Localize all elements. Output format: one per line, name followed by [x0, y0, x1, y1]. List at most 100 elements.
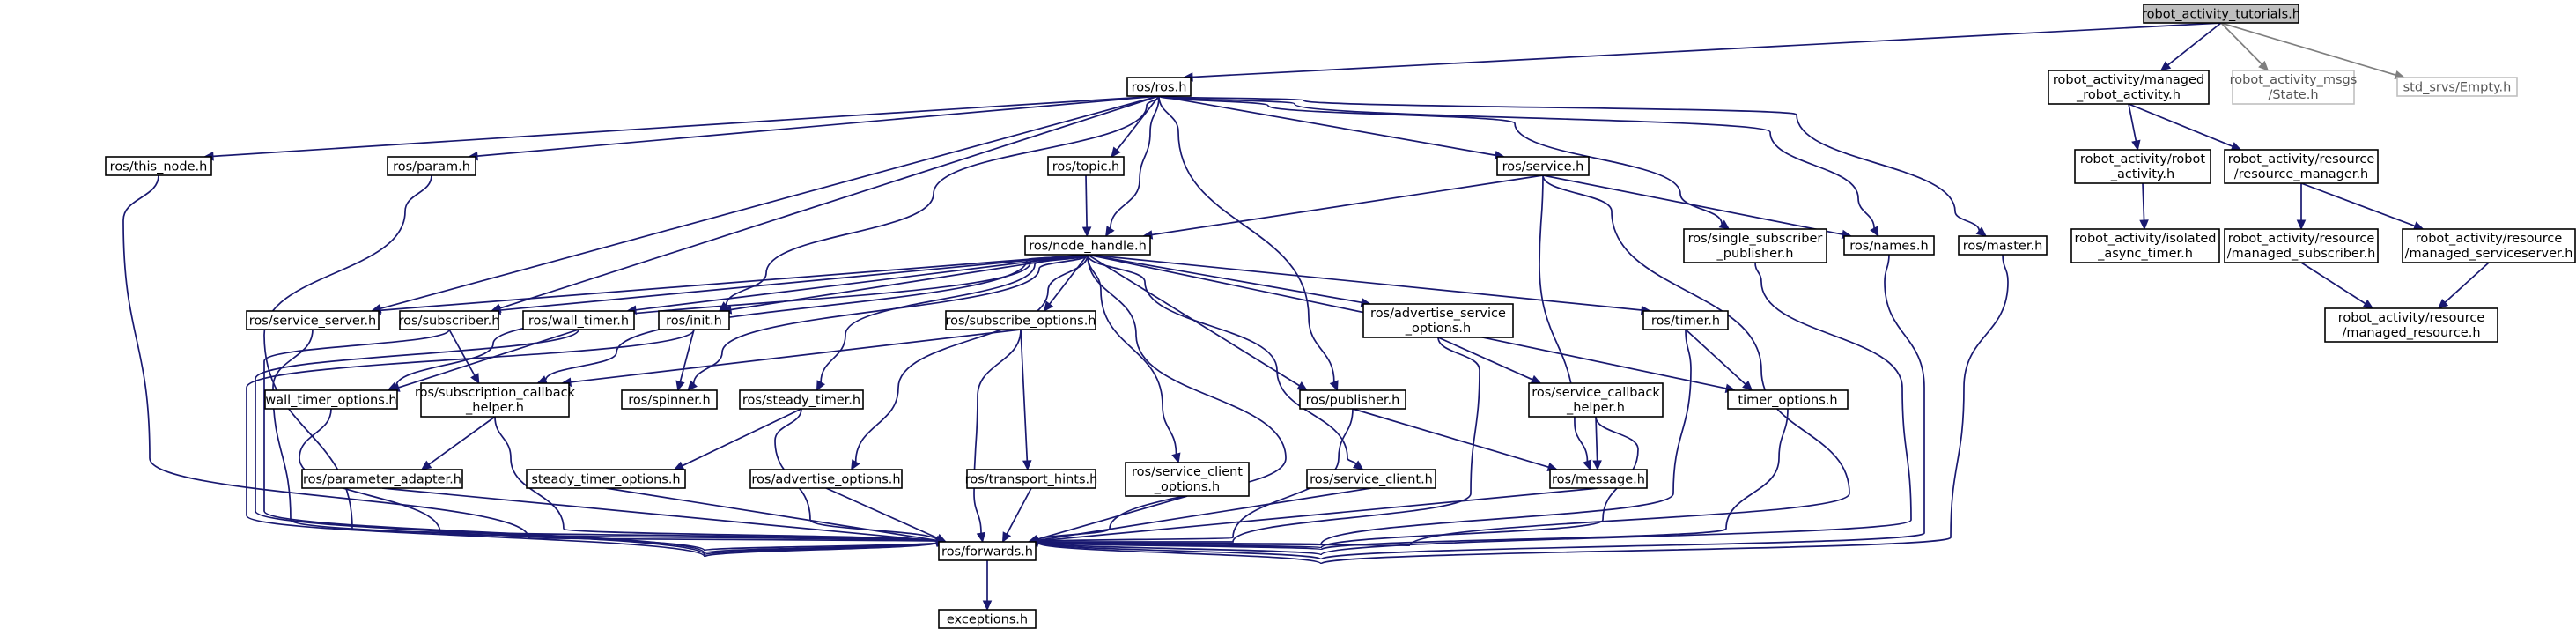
node-label: ros/spinner.h: [628, 394, 710, 408]
node-service[interactable]: ros/service.h: [1496, 156, 1590, 176]
node-subscriber[interactable]: ros/subscriber.h: [399, 310, 500, 330]
edge-line: [380, 254, 1089, 312]
node-label: _helper.h: [465, 401, 524, 415]
edge-svccb-to-message: [1592, 416, 1602, 471]
edge-line: [2300, 182, 2416, 227]
edge-line: [2167, 22, 2222, 66]
edge-advsvcopts-to-forwards: [1027, 337, 1480, 547]
node-resmgr[interactable]: robot_activity/resource/resource_manager…: [2224, 149, 2379, 184]
node-ros[interactable]: ros/ros.h: [1126, 77, 1192, 97]
node-topic[interactable]: ros/topic.h: [1047, 156, 1125, 176]
node-thisnode[interactable]: ros/this_node.h: [105, 156, 212, 176]
edge-line: [448, 329, 476, 376]
node-box: [938, 541, 1037, 561]
node-svcclientopts[interactable]: ros/service_client_options.h: [1125, 462, 1250, 497]
node-mansrv[interactable]: robot_activity/resource/managed_services…: [2402, 228, 2576, 263]
arrowhead: [1352, 460, 1364, 470]
node-box: [1362, 303, 1514, 338]
node-timer[interactable]: ros/timer.h: [1642, 310, 1729, 330]
node-box: [739, 389, 864, 410]
edge-line: [825, 487, 939, 539]
node-box: [1024, 235, 1151, 256]
edge-subopts-to-transport: [1020, 329, 1032, 471]
edge-line: [1006, 487, 1032, 535]
node-subcb[interactable]: ros/subscription_callback_helper.h: [415, 382, 576, 418]
node-label: ros/topic.h: [1052, 160, 1120, 174]
node-box: [945, 310, 1096, 330]
edge-steadytimer-to-steadytimeropts: [673, 408, 802, 470]
node-label: ros/subscribe_options.h: [946, 315, 1096, 329]
edge-line: [774, 408, 938, 542]
edge-mansrv-to-manres: [2437, 262, 2490, 309]
node-label: robot_activity/resource: [2416, 232, 2563, 246]
node-steadytimer[interactable]: ros/steady_timer.h: [739, 389, 864, 410]
node-walltimeropts[interactable]: wall_timer_options.h: [264, 389, 398, 410]
node-message[interactable]: ros/message.h: [1549, 469, 1648, 489]
node-timeropts[interactable]: timer_options.h: [1727, 389, 1849, 410]
arrowhead: [1975, 226, 1988, 237]
node-box: [105, 156, 212, 176]
node-paramadapter[interactable]: ros/parameter_adapter.h: [301, 469, 463, 489]
edge-line: [1158, 95, 1496, 157]
node-advopts[interactable]: ros/advertise_options.h: [749, 469, 903, 489]
node-isolated[interactable]: robot_activity/isolated_async_timer.h: [2070, 228, 2220, 263]
node-svcserver[interactable]: ros/service_server.h: [246, 310, 380, 330]
node-label: ros/single_subscriber: [1688, 232, 1823, 246]
node-label: ros/steady_timer.h: [742, 394, 860, 408]
node-manres[interactable]: robot_activity/resource/managed_resource…: [2324, 307, 2498, 343]
node-label: ros/init.h: [666, 315, 722, 329]
node-publisher[interactable]: ros/publisher.h: [1299, 389, 1406, 410]
edge-line: [263, 174, 938, 543]
edge-ros-to-nodehandle: [1105, 95, 1160, 238]
edge-ros-to-param: [467, 95, 1160, 161]
edge-nodehandle-to-subscriber: [490, 254, 1089, 315]
edge-nodehandle-to-publisher: [1087, 254, 1309, 391]
node-walltimer[interactable]: ros/wall_timer.h: [522, 310, 635, 330]
edge-mra-to-resmgr: [2128, 103, 2242, 151]
arrowhead: [2131, 139, 2141, 152]
edge-service-to-nodehandle: [1141, 174, 1544, 240]
node-mansub[interactable]: robot_activity/resource/managed_subscrib…: [2224, 228, 2379, 263]
node-exceptions[interactable]: exceptions.h: [938, 609, 1037, 629]
node-label: _robot_activity.h: [2076, 88, 2181, 102]
node-box: [1125, 462, 1250, 497]
node-box: [938, 609, 1037, 629]
node-box: [2232, 70, 2355, 105]
arrowhead: [816, 380, 826, 392]
node-label: wall_timer_options.h: [265, 394, 396, 408]
edge-line: [1087, 254, 1362, 304]
node-transport[interactable]: ros/transport_hints.h: [965, 469, 1098, 489]
edge-line: [1352, 408, 1549, 468]
node-label: robot_activity/resource: [2228, 232, 2375, 246]
node-names[interactable]: ros/names.h: [1843, 235, 1935, 256]
node-param[interactable]: ros/param.h: [387, 156, 476, 176]
node-init[interactable]: ros/init.h: [658, 310, 730, 330]
node-label: ros/names.h: [1849, 240, 1928, 254]
edge-ros-to-master: [1158, 95, 1988, 237]
node-advsvcopts[interactable]: ros/advertise_service_options.h: [1362, 303, 1514, 338]
node-spinner[interactable]: ros/spinner.h: [621, 389, 718, 410]
node-svccb[interactable]: ros/service_callback_helper.h: [1528, 382, 1664, 418]
edge-mra-to-ra_robot: [2128, 103, 2141, 152]
node-box: [420, 382, 570, 418]
node-master[interactable]: ros/master.h: [1958, 235, 2048, 256]
node-singlesub[interactable]: ros/single_subscriber_publisher.h: [1683, 228, 1827, 263]
edge-line: [2128, 103, 2137, 142]
node-forwards[interactable]: ros/forwards.h: [938, 541, 1037, 561]
node-steadytimeropts[interactable]: steady_timer_options.h: [526, 469, 686, 489]
arrowhead: [2139, 219, 2149, 231]
node-mra[interactable]: robot_activity/managed_robot_activity.h: [2048, 70, 2210, 105]
edge-line: [212, 95, 1160, 158]
node-label: std_srvs/Empty.h: [2403, 81, 2512, 95]
edge-subscriber-to-subcb: [448, 329, 480, 385]
node-box: [2070, 228, 2220, 263]
edge-line: [1595, 416, 1598, 462]
node-svcclient[interactable]: ros/service_client.h: [1306, 469, 1436, 489]
node-label: ros/publisher.h: [1306, 394, 1400, 408]
edge-forwards-to-exceptions: [982, 560, 993, 611]
node-nodehandle[interactable]: ros/node_handle.h: [1024, 235, 1151, 256]
node-ra_robot[interactable]: robot_activity/robot_activity.h: [2074, 149, 2211, 184]
edge-line: [2220, 22, 2262, 65]
node-label: steady_timer_options.h: [531, 473, 680, 487]
node-subopts[interactable]: ros/subscribe_options.h: [945, 310, 1096, 330]
